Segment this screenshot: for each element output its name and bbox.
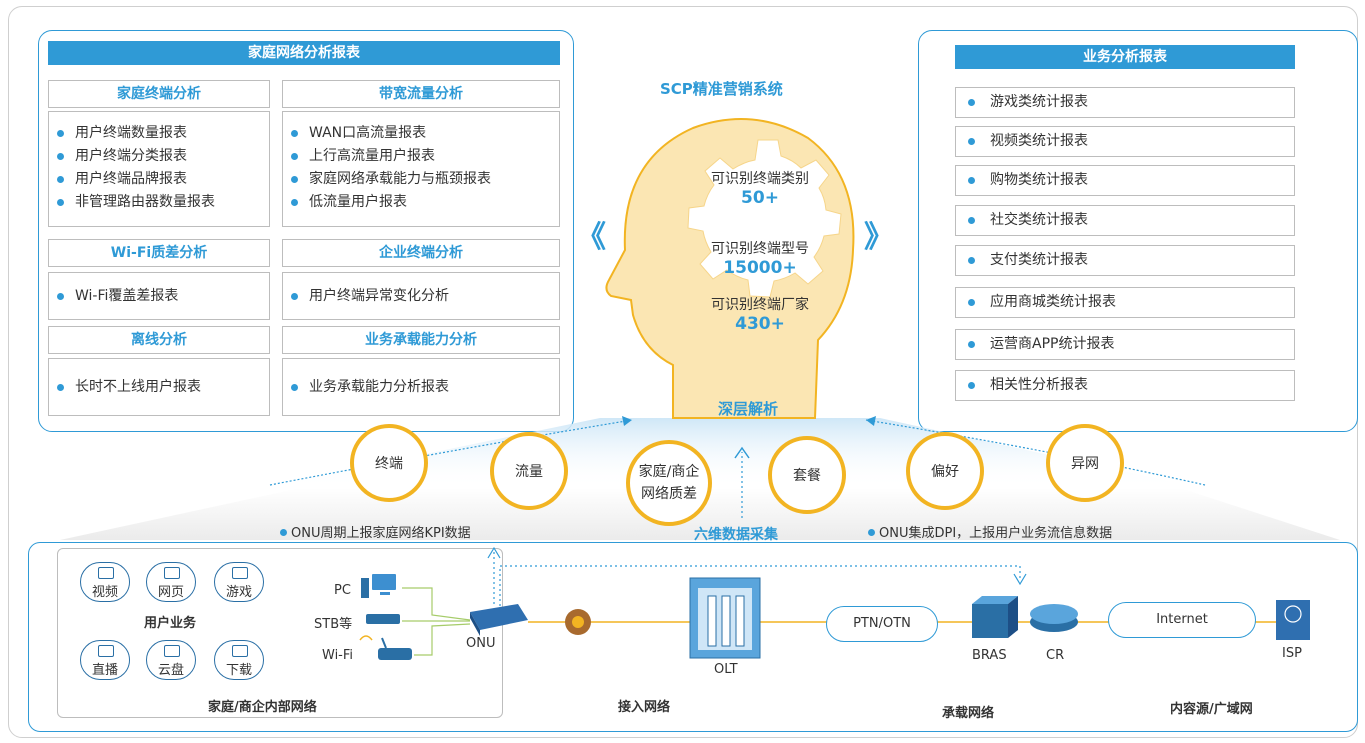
note-text: ONU集成DPI，上报用户业务流信息数据 [879, 526, 1113, 541]
bras-label: BRAS [972, 648, 1007, 663]
list-item: WAN口高流量报表 [283, 122, 559, 145]
note-text: ONU周期上报家庭网络KPI数据 [291, 526, 471, 541]
user-services-label: 用户业务 [144, 616, 197, 631]
service-label: 视频 [91, 585, 118, 600]
section-title-terminal: 家庭终端分析 [48, 80, 270, 108]
section-wifi: Wi-Fi覆盖差报表 [48, 272, 270, 320]
game-icon [232, 567, 248, 579]
service-label: 云盘 [157, 663, 184, 678]
device-stb-label: STB等 [314, 617, 353, 632]
network-frame [28, 542, 1358, 732]
section-enterprise: 用户终端异常变化分析 [282, 272, 560, 320]
stat-value: 50+ [741, 188, 779, 208]
section-title-capacity: 业务承载能力分析 [282, 326, 560, 354]
business-report-panel: 业务分析报表 游戏类统计报表 视频类统计报表 购物类统计报表 社交类统计报表 支… [918, 30, 1358, 432]
dimension-preference: 偏好 [906, 432, 984, 510]
cloud-disk-icon [164, 645, 180, 657]
stat-value: 430+ [735, 314, 785, 334]
stat-value: 15000+ [723, 258, 797, 278]
list-item: 应用商城类统计报表 [955, 287, 1295, 318]
stat-label: 可识别终端厂家 [711, 297, 809, 313]
download-icon [232, 645, 248, 657]
stat-label: 可识别终端类别 [711, 171, 809, 187]
service-web: 网页 [146, 562, 196, 602]
olt-label: OLT [714, 662, 738, 677]
list-item: 运营商APP统计报表 [955, 329, 1295, 360]
onu-label: ONU [466, 636, 496, 651]
chevron-right-icon: 》 [864, 220, 894, 255]
note-onu-kpi: ONU周期上报家庭网络KPI数据 [280, 522, 471, 541]
live-icon [98, 645, 114, 657]
list-item: 低流量用户报表 [283, 191, 559, 214]
video-icon [98, 567, 114, 579]
list-item: 用户终端品牌报表 [49, 168, 269, 191]
dimension-traffic: 流量 [490, 432, 568, 510]
list-item: 上行高流量用户报表 [283, 145, 559, 168]
service-download: 下载 [214, 640, 264, 680]
list-item: 游戏类统计报表 [955, 87, 1295, 118]
list-item: 非管理路由器数量报表 [49, 191, 269, 214]
section-title-wifi: Wi-Fi质差分析 [48, 239, 270, 267]
dimension-line: 家庭/商企 [638, 464, 700, 480]
service-game: 游戏 [214, 562, 264, 602]
list-item: 视频类统计报表 [955, 126, 1295, 157]
list-item: Wi-Fi覆盖差报表 [49, 285, 269, 308]
six-dimension-label: 六维数据采集 [694, 527, 778, 543]
section-title-offline: 离线分析 [48, 326, 270, 354]
list-item: 支付类统计报表 [955, 245, 1295, 276]
service-label: 游戏 [225, 585, 252, 600]
isp-label: ISP [1282, 646, 1302, 661]
service-live: 直播 [80, 640, 130, 680]
service-label: 直播 [91, 663, 118, 678]
list-item: 业务承载能力分析报表 [283, 376, 559, 399]
brain-head-icon [605, 118, 855, 419]
chevron-left-icon: 《 [576, 220, 606, 255]
section-terminal: 用户终端数量报表 用户终端分类报表 用户终端品牌报表 非管理路由器数量报表 [48, 111, 270, 227]
home-internal-network [57, 548, 503, 718]
list-item: 购物类统计报表 [955, 165, 1295, 196]
section-bandwidth: WAN口高流量报表 上行高流量用户报表 家庭网络承载能力与瓶颈报表 低流量用户报… [282, 111, 560, 227]
stat-terminal-category: 可识别终端类别 50+ [680, 168, 840, 208]
web-icon [164, 567, 180, 579]
section-bearer-network: 承载网络 [942, 706, 995, 721]
section-home-network: 家庭/商企内部网络 [208, 700, 317, 715]
service-cloud-disk: 云盘 [146, 640, 196, 680]
list-item: 用户终端分类报表 [49, 145, 269, 168]
ptn-otn-cloud: PTN/OTN [826, 606, 938, 642]
scp-title: SCP精准营销系统 [660, 80, 783, 98]
stat-terminal-vendor: 可识别终端厂家 430+ [680, 294, 840, 334]
section-access-network: 接入网络 [618, 700, 671, 715]
dimension-network-quality: 家庭/商企 网络质差 [626, 440, 712, 526]
list-item: 用户终端异常变化分析 [283, 285, 559, 308]
stat-terminal-model: 可识别终端型号 15000+ [680, 238, 840, 278]
section-offline: 长时不上线用户报表 [48, 358, 270, 416]
list-item: 家庭网络承载能力与瓶颈报表 [283, 168, 559, 191]
bullet-dot [280, 529, 287, 536]
internet-cloud: Internet [1108, 602, 1256, 638]
service-label: 下载 [225, 663, 252, 678]
device-wifi-label: Wi-Fi [322, 648, 354, 663]
note-onu-dpi: ONU集成DPI，上报用户业务流信息数据 [868, 522, 1112, 541]
stat-label: 可识别终端型号 [711, 241, 809, 257]
list-item: 社交类统计报表 [955, 205, 1295, 236]
dimension-package: 套餐 [768, 436, 846, 514]
service-video: 视频 [80, 562, 130, 602]
home-network-report-title: 家庭网络分析报表 [48, 41, 560, 65]
section-content-source: 内容源/广域网 [1170, 702, 1253, 717]
section-capacity: 业务承载能力分析报表 [282, 358, 560, 416]
dimension-line: 网络质差 [641, 486, 697, 502]
list-item: 长时不上线用户报表 [49, 376, 269, 399]
bullet-dot [868, 529, 875, 536]
cr-label: CR [1046, 648, 1065, 663]
service-label: 网页 [157, 585, 184, 600]
dimension-other-network: 异网 [1046, 424, 1124, 502]
section-title-enterprise: 企业终端分析 [282, 239, 560, 267]
dimension-terminal: 终端 [350, 424, 428, 502]
business-report-title: 业务分析报表 [955, 45, 1295, 69]
deep-analysis-label: 深层解析 [718, 400, 779, 418]
list-item: 用户终端数量报表 [49, 122, 269, 145]
list-item: 相关性分析报表 [955, 370, 1295, 401]
section-title-bandwidth: 带宽流量分析 [282, 80, 560, 108]
device-pc-label: PC [334, 583, 351, 598]
